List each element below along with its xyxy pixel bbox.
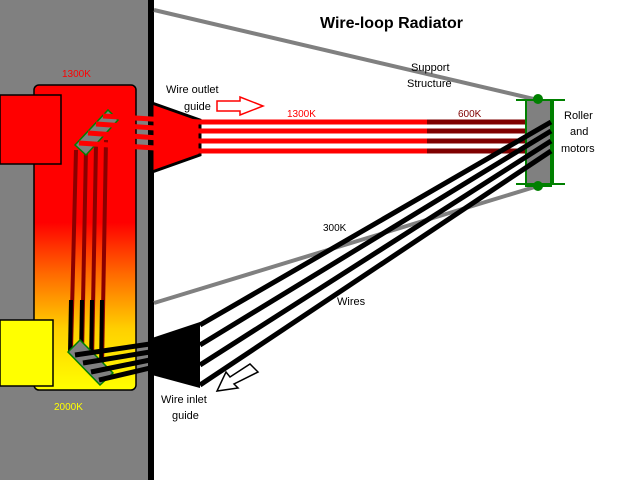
wires-label: Wires <box>337 296 366 308</box>
heat-source-top <box>0 94 62 165</box>
support-structure-label-2: Structure <box>407 78 452 90</box>
wire-inlet-guide <box>152 322 200 388</box>
hull-wall <box>148 0 154 480</box>
return-wires <box>198 119 553 388</box>
roller-label-2: and <box>570 126 588 138</box>
inlet-direction-arrow-icon <box>215 363 260 392</box>
support-strut-bottom <box>153 184 539 305</box>
support-strut-top <box>153 8 539 102</box>
temp-outlet-wires: 1300K <box>287 109 316 120</box>
wire-inlet-guide-label-1: Wire inlet <box>161 394 207 406</box>
temp-chamber-top: 1300K <box>62 69 91 80</box>
outlet-wires <box>200 119 526 154</box>
inlet-wires-internal <box>74 341 151 383</box>
wire-outlet-guide-label-2: guide <box>184 101 211 113</box>
roller-label-3: motors <box>561 143 595 155</box>
temp-chamber-bottom: 2000K <box>54 402 83 413</box>
outlet-wires-internal <box>78 113 201 154</box>
roller-label-1: Roller <box>564 110 593 122</box>
temp-cooled-wires: 600K <box>458 109 482 120</box>
heat-source-bottom <box>0 319 54 387</box>
support-structure-label-1: Support <box>411 62 450 74</box>
outlet-direction-arrow-icon <box>216 95 266 117</box>
diagram-title: Wire-loop Radiator <box>320 15 463 32</box>
wire-inlet-guide-label-2: guide <box>172 410 199 422</box>
temp-return-wires: 300K <box>323 223 347 234</box>
wire-outlet-guide-label-1: Wire outlet <box>166 84 219 96</box>
roller-pivot-bottom <box>533 181 543 191</box>
roller-pivot-top <box>533 94 543 104</box>
